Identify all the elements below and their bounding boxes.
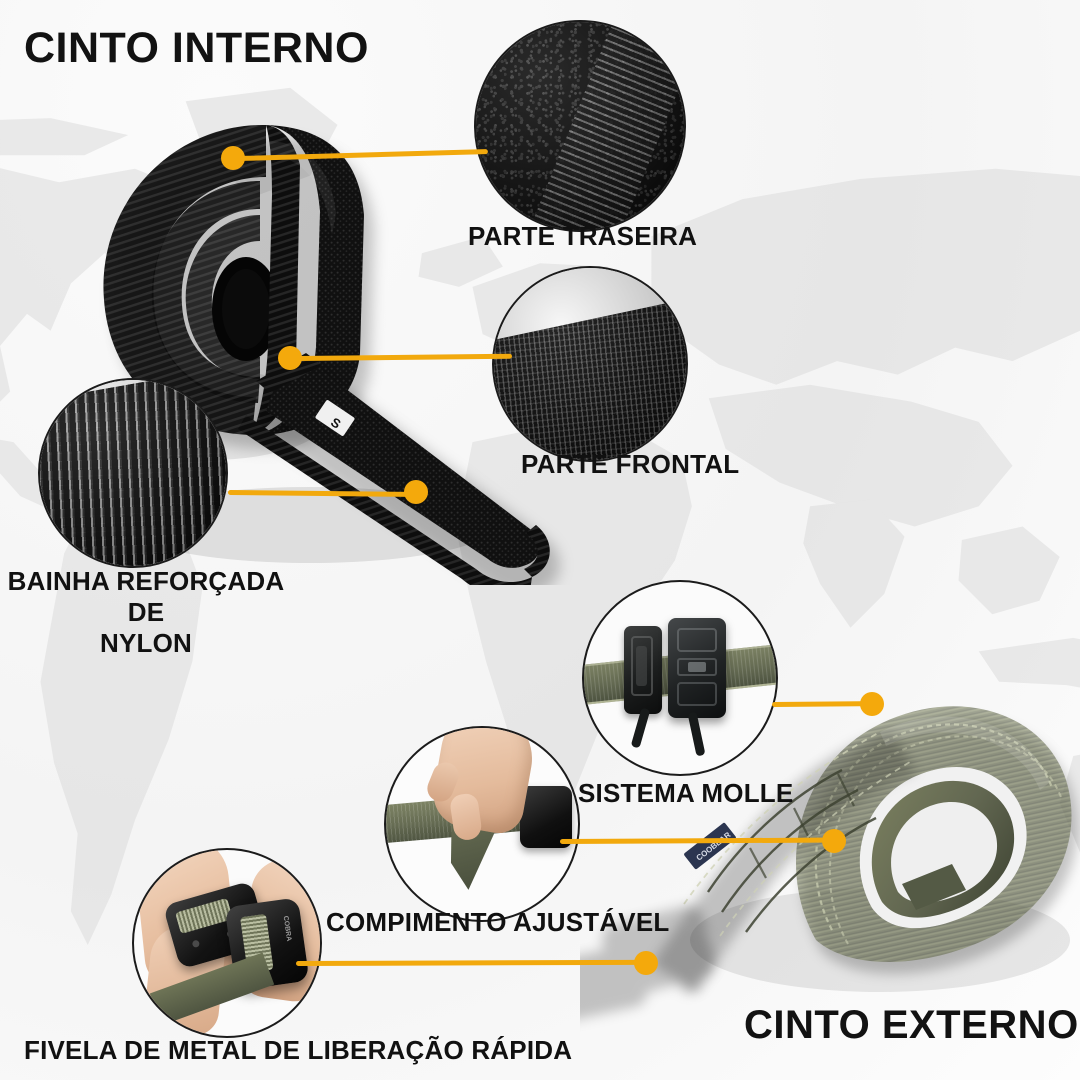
callout-label-parte-traseira: PARTE TRASEIRA <box>468 221 698 251</box>
callout-bubble-parte-traseira <box>474 20 686 232</box>
outer-belt-photo: COOBEAR COBRA <box>543 640 1080 1040</box>
callout-bubble-sistema-molle <box>582 580 778 776</box>
connector-dot-sistema-molle <box>860 692 884 716</box>
callout-bubble-fivela-metal: COBRA <box>132 848 322 1038</box>
connector-dot-fivela-metal <box>634 951 658 975</box>
callout-label-sistema-molle: SISTEMA MOLLE <box>578 778 794 808</box>
connector-dot-bainha-reforcada <box>404 480 428 504</box>
callout-label-bainha-reforcada: BAINHA REFORÇADA DE NYLON <box>0 566 292 660</box>
callout-bubble-parte-frontal <box>492 266 688 462</box>
connector-dot-parte-frontal <box>278 346 302 370</box>
molle-pouch-large <box>668 618 726 718</box>
connector-dot-compimento-ajustavel <box>822 829 846 853</box>
page-title-outer-belt: CINTO EXTERNO <box>744 1003 1079 1047</box>
strap-buckle <box>520 786 572 848</box>
callout-label-parte-frontal: PARTE FRONTAL <box>521 449 740 479</box>
connector-dot-parte-traseira <box>221 146 245 170</box>
page-title-inner-belt: CINTO INTERNO <box>24 24 369 72</box>
callout-label-bainha-line2: NYLON <box>100 628 192 659</box>
callout-label-compimento-ajustavel: COMPIMENTO AJUSTÁVEL <box>326 907 670 937</box>
size-tag: S <box>315 400 355 436</box>
callout-label-fivela-metal: FIVELA DE METAL DE LIBERAÇÃO RÁPIDA <box>24 1035 573 1065</box>
callout-bubble-bainha-reforcada <box>38 378 228 568</box>
molle-clip-b <box>687 711 706 757</box>
callout-label-bainha-line1: BAINHA REFORÇADA DE <box>7 566 285 628</box>
callout-bubble-compimento-ajustavel <box>384 726 580 922</box>
molle-pouch-small <box>624 626 662 714</box>
